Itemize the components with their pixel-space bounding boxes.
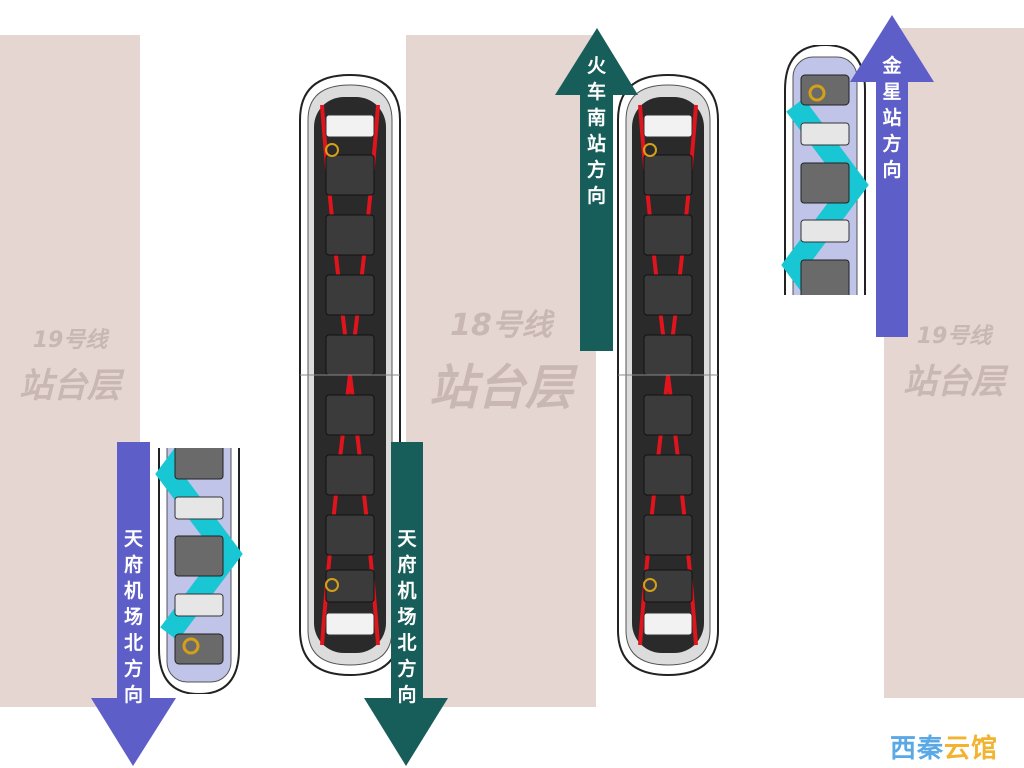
platform-line18	[406, 35, 596, 707]
direction-char: 南	[586, 107, 606, 129]
direction-char: 场	[397, 606, 417, 628]
arrow-up-icon	[850, 15, 934, 337]
direction-label-line19-down: 天府机场北方向	[117, 526, 150, 708]
direction-char: 方	[882, 133, 902, 155]
direction-char: 北	[123, 632, 143, 654]
direction-char: 方	[586, 159, 606, 181]
platform-name: 站台层	[903, 362, 1005, 402]
direction-label-line18-up: 火车南站方向	[580, 53, 613, 209]
arrow-down-icon	[364, 442, 448, 766]
train-line18-left	[298, 73, 402, 677]
platform-name: 站台层	[428, 360, 573, 416]
direction-char: 场	[123, 606, 143, 628]
direction-char: 天	[397, 528, 417, 550]
direction-char: 向	[123, 684, 143, 706]
train-line18-right	[616, 73, 720, 677]
direction-char: 机	[397, 580, 417, 602]
direction-char: 金	[882, 55, 902, 77]
arrow-up-icon	[555, 28, 638, 351]
direction-char: 北	[397, 632, 417, 654]
platform-label-line19-left: 19号线 站台层	[0, 322, 140, 407]
direction-char: 府	[397, 554, 417, 576]
platform-label-line19-right: 19号线 站台层	[884, 318, 1024, 403]
brand-watermark: 西秦云馆	[890, 728, 998, 765]
train-line19-right	[785, 45, 865, 445]
direction-char: 星	[882, 81, 902, 103]
brand-text: 西秦云馆	[890, 734, 999, 764]
direction-char: 向	[586, 185, 606, 207]
direction-char: 天	[123, 528, 143, 550]
platform-name: 站台层	[19, 366, 121, 406]
train-line19-left	[159, 294, 239, 694]
direction-char: 站	[882, 107, 902, 129]
direction-char: 方	[397, 658, 417, 680]
line-number: 19号线	[32, 328, 108, 353]
line-number: 19号线	[916, 324, 992, 349]
line-number: 18号线	[450, 308, 552, 343]
direction-char: 车	[586, 81, 606, 103]
direction-char: 府	[123, 554, 143, 576]
arrow-down-icon	[91, 442, 176, 766]
direction-char: 方	[123, 658, 143, 680]
direction-label-line19-up: 金星站方向	[876, 53, 908, 183]
platform-line19-left	[0, 35, 140, 707]
direction-char: 机	[123, 580, 143, 602]
platform-label-line18: 18号线 站台层	[406, 300, 596, 418]
direction-char: 火	[586, 55, 606, 77]
direction-char: 向	[882, 159, 902, 181]
direction-char: 站	[586, 133, 606, 155]
direction-char: 向	[397, 684, 417, 706]
direction-label-line18-down: 天府机场北方向	[391, 526, 423, 708]
